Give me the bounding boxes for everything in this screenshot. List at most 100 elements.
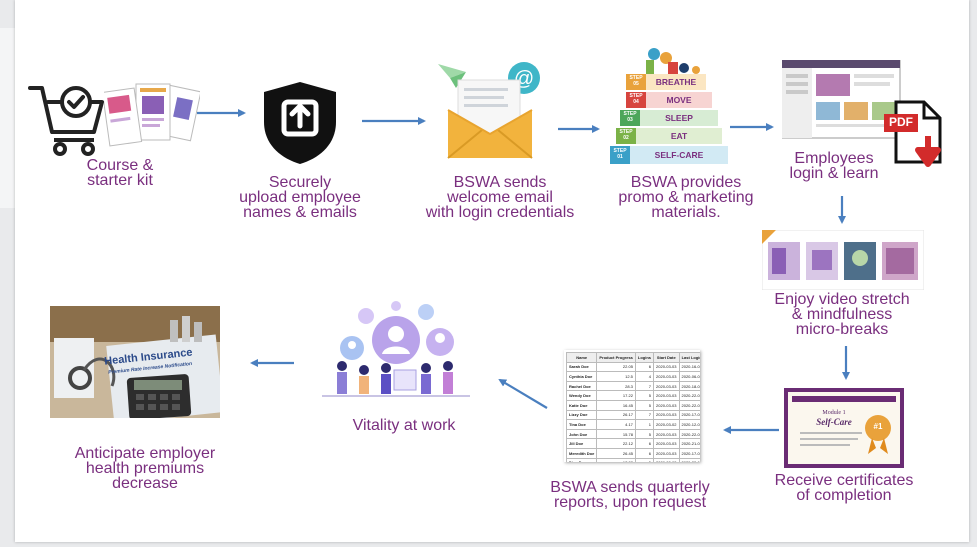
course-website-screenshot [782,60,901,139]
report-cell: Sarah Doe [565,361,598,373]
stair-step-02-number: STEP 02 [619,129,633,141]
report-cell: 2020-03-03 [653,361,680,373]
step-video-label: Enjoy video stretch & mindfulness micro-… [774,291,910,338]
report-header-cell: Name [565,352,598,363]
step-reports-label: BSWA sends quarterly reports, upon reque… [550,479,710,511]
report-cell: 2020-12-02 [678,419,700,430]
report-cell: 2020-18-03 [678,380,700,392]
report-cell: 5 [634,428,655,440]
stair-step-04-label: MOVE [666,95,692,105]
stair-step-05-label: BREATHE [655,77,697,87]
report-cell: 4 [634,371,655,382]
report-cell: 16.45 [596,399,636,411]
report-cell: 5 [634,399,655,411]
step-upload-label: Securely upload employee names & emails [239,174,361,221]
report-cell: 22.12 [596,438,636,449]
report-cell: 2020-03-03 [653,428,680,440]
stair-step-05-number: STEP 05 [629,75,643,87]
report-cell: 2020-06-03 [678,371,700,382]
pdf-label: PDF [889,115,913,129]
report-cell: John Doe [565,428,598,440]
stair-step-03-label: SLEEP [665,113,693,123]
pdf-download-icon [884,100,942,167]
report-cell: 6 [634,361,655,373]
report-cell: 2020-03-03 [653,438,680,449]
report-cell: 2020-03-03 [653,399,680,411]
report-header-cell: Product Progress [596,352,636,363]
video-thumbnails-image [762,230,924,290]
stair-step-01-number: STEP 01 [613,148,627,160]
report-cell: 2020-17-03 [678,447,700,459]
report-cell: 26.45 [596,447,636,459]
report-cell: 2020-16-03 [678,361,700,373]
report-cell: 2020-22-03 [678,428,700,440]
step-vitality-label: Vitality at work [352,417,456,434]
report-cell: Meredith Doe [565,447,598,459]
stair-step-01-label: SELF-CARE [654,150,704,160]
report-cell: 7 [634,380,655,392]
report-cell: Rachel Doe [565,380,598,392]
report-cell: 2020-22-03 [678,399,700,411]
report-cell: 5 [634,457,655,462]
report-cell: Jill Doe [565,438,598,449]
report-cell: 28.3 [596,380,636,392]
stair-step-03-number: STEP 03 [623,111,637,123]
report-cell: 15.78 [596,428,636,440]
shield-upload-icon [264,82,336,164]
report-cell: Tina Doe [565,419,598,430]
certificate-image [784,388,904,468]
step-course-label: Course & starter kit [86,157,154,189]
report-cell: 2020-03-03 [653,409,680,421]
certificate-module: Module 1 [822,410,846,416]
report-cell: 6 [634,438,655,449]
report-cell: 5 [634,390,655,401]
report-cell: Lizzy Doe [565,409,598,421]
report-cell: 12.5 [596,371,636,382]
shopping-cart-icon [28,86,104,156]
report-cell: 1 [634,419,655,430]
report-cell: 26.17 [596,409,636,421]
report-cell: 2020-03-03 [653,380,680,392]
step-promo-label: BSWA provides promo & marketing material… [618,174,754,221]
stair-step-04-number: STEP 04 [629,93,643,105]
step-welcome-label: BSWA sends welcome email with login cred… [425,174,575,221]
certificate-seal: #1 [873,422,883,431]
report-cell: 2020-22-03 [678,457,700,462]
email-envelope-icon: @ [438,62,540,159]
report-cell: 2020-03-03 [653,457,680,462]
step-certificates-label: Receive certificates of completion [774,472,914,504]
report-cell: Wendy Doe [565,390,598,401]
report-cell: 2020-03-02 [653,419,680,430]
report-cell: 6 [634,447,655,459]
report-cell: 7 [634,409,655,421]
stair-step-02-label: EAT [670,131,688,141]
report-cell: 2020-03-03 [653,371,680,382]
report-cell: 2020-03-03 [653,447,680,459]
report-cell: Dina Doe [565,457,598,462]
report-cell: 22.05 [596,361,636,373]
health-insurance-photo [50,306,220,418]
step-anticipate-label: Anticipate employer health premiums decr… [74,445,216,492]
wellness-steps-stairs-icon [610,48,728,164]
report-cell: Katie Doe [565,399,598,411]
report-cell: 2020-21-03 [678,438,700,449]
report-cell: 2020-03-03 [653,390,680,401]
left-panel [0,28,15,208]
report-cell: 17.22 [596,390,636,401]
certificate-title: Self-Care [816,417,852,427]
report-header-cell: Start Date [653,352,680,363]
report-cell: 2020-22-03 [678,390,700,401]
report-header-cell: Last Login [678,352,700,363]
starter-kit-documents-icon [104,83,200,147]
